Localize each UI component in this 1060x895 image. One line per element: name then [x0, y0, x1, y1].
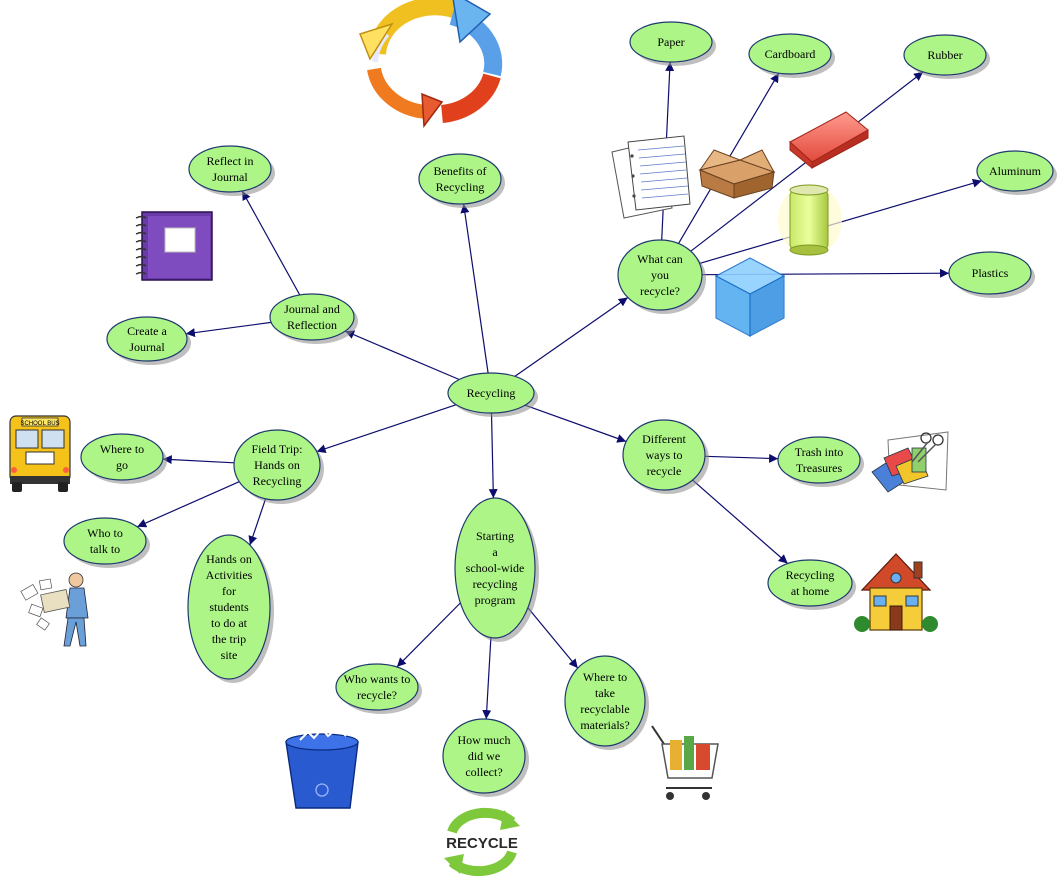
cardboard-box-icon	[698, 149, 776, 199]
edge-school-program-to-who-wants	[396, 602, 461, 668]
node-paper[interactable]: Paper	[629, 21, 716, 66]
edge-recycling-to-school-program	[488, 412, 498, 499]
soda-can-icon	[778, 184, 842, 256]
node-label: Plastics	[972, 266, 1009, 280]
edge-field-trip-to-who-talk	[136, 481, 240, 528]
edge-field-trip-to-hands-on	[248, 498, 267, 546]
node-label: Paper	[657, 35, 684, 49]
node-label: Rubber	[927, 48, 962, 62]
edge-school-program-to-where-take	[527, 607, 579, 669]
edge-different-ways-to-trash-treasures	[704, 453, 779, 463]
edge-field-trip-to-where-go	[162, 455, 235, 465]
edge-recycling-to-journal-reflection	[344, 330, 460, 381]
scissors-paper-icon	[871, 431, 949, 493]
node-label: Cardboard	[765, 47, 816, 61]
bus-sign-text: SCHOOL BUS	[20, 421, 59, 427]
recycle-bin-icon	[285, 726, 359, 809]
node-cardboard[interactable]: Cardboard	[748, 33, 835, 78]
node-label: Aluminum	[989, 164, 1042, 178]
shopping-cart-icon	[651, 725, 719, 800]
node-recycling[interactable]: Recycling	[447, 372, 538, 417]
house-icon	[854, 553, 938, 632]
school-bus-icon: SCHOOL BUS	[9, 415, 71, 492]
notebook-icon	[135, 211, 213, 281]
node-label: Recycling	[467, 386, 516, 400]
edge-journal-reflection-to-reflect-journal	[241, 190, 301, 296]
edge-school-program-to-how-much	[482, 637, 492, 720]
node-aluminum[interactable]: Aluminum	[976, 150, 1057, 195]
paper-sheets-icon	[611, 135, 691, 219]
recycle-logo-icon: RECYCLE	[444, 807, 520, 877]
recycle-arrows-icon	[359, 0, 503, 129]
clipart-layer: SCHOOL BUS	[9, 0, 949, 877]
edge-journal-reflection-to-create-journal	[185, 321, 272, 338]
person-with-papers-icon	[20, 572, 89, 647]
node-rubber[interactable]: Rubber	[903, 34, 990, 79]
eraser-icon	[789, 111, 869, 170]
edge-recycling-to-what-recycle	[514, 297, 629, 377]
recycle-logo-text: RECYCLE	[446, 835, 518, 852]
edge-recycling-to-field-trip	[316, 404, 457, 453]
edge-different-ways-to-recycling-home	[692, 479, 789, 564]
edge-recycling-to-benefits	[460, 203, 489, 374]
plastic-cube-icon	[714, 257, 786, 337]
edge-recycling-to-different-ways	[524, 404, 627, 443]
node-plastics[interactable]: Plastics	[948, 251, 1035, 298]
